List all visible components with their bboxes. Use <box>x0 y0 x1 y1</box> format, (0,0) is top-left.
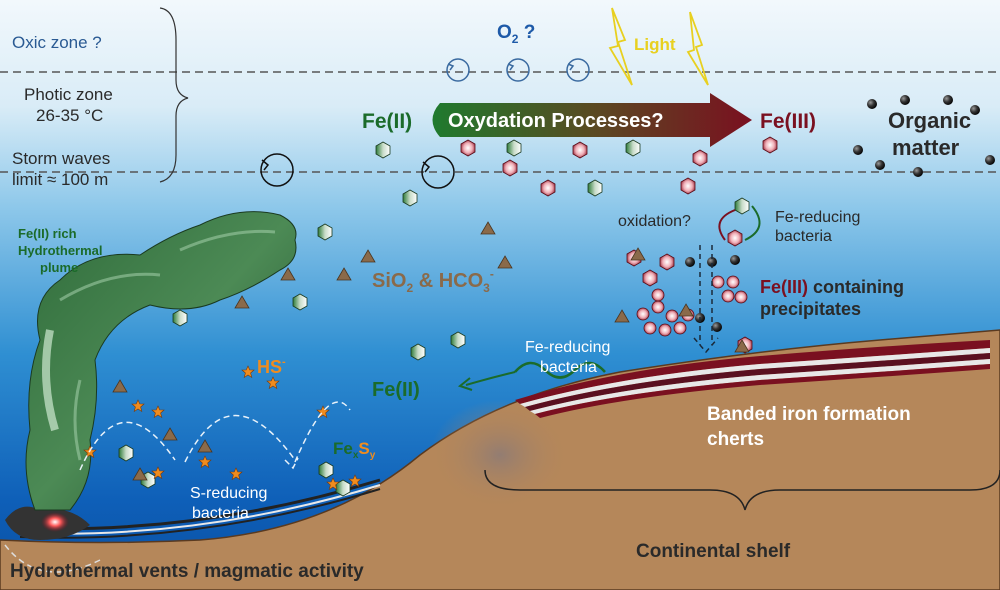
fe-reducing-bacteria-mid-1: Fe-reducing <box>525 339 610 356</box>
continental-shelf-label: Continental shelf <box>636 541 791 562</box>
plume-label-2: Hydrothermal <box>18 243 103 258</box>
fe3-top-label: Fe(III) <box>760 110 816 133</box>
oxidation-arrow <box>432 93 752 147</box>
organic-matter-particles <box>685 95 995 332</box>
fe-reducing-bacteria-mid-2: bacteria <box>540 359 597 376</box>
oxidation-processes-label: Oxydation Processes? <box>448 110 664 132</box>
fe2-top-label: Fe(II) <box>362 110 412 133</box>
hs-label: HS- <box>257 356 286 377</box>
storm-waves-label: Storm waves <box>12 149 110 168</box>
shelf-shading <box>430 400 570 510</box>
precipitates-label: precipitates <box>760 299 861 319</box>
fe3-containing-label: Fe(III) containing <box>760 277 904 297</box>
fe-reducing-bacteria-top-2: bacteria <box>775 228 832 245</box>
banded-iron-layers <box>515 340 990 418</box>
bif-label-2: cherts <box>707 429 764 450</box>
oxidation-question-label: oxidation? <box>618 213 691 230</box>
matter-label: matter <box>892 135 960 160</box>
bif-label-1: Banded iron formation <box>707 404 911 425</box>
organic-label: Organic <box>888 108 971 133</box>
fe3-precipitates-cluster <box>636 275 748 337</box>
light-label: Light <box>634 35 676 54</box>
plume-label-3: plume <box>40 260 78 275</box>
shelf-brace <box>484 469 1000 511</box>
fe-reducing-cycle <box>718 205 761 241</box>
hydrothermal-vent <box>4 506 101 573</box>
fe2-release-arrow <box>465 371 516 386</box>
fe-reducing-bacteria-squiggle <box>514 361 606 379</box>
fe3-particles <box>460 136 778 354</box>
settling-arrows <box>693 245 719 354</box>
o2-label: O2 ? <box>497 22 535 46</box>
s-reducing-bacteria-1: S-reducing <box>190 485 267 502</box>
photic-zone-label: Photic zone <box>24 85 113 104</box>
hydrothermal-plume <box>25 211 297 511</box>
oxic-zone-label: Oxic zone ? <box>12 33 102 52</box>
zone-brace <box>159 7 189 183</box>
plume-label-1: Fe(II) rich <box>18 226 77 241</box>
photic-temp-label: 26-35 °C <box>36 106 103 125</box>
hydrothermal-vents-label: Hydrothermal vents / magmatic activity <box>10 561 364 582</box>
s-reducing-bacteria-2: bacteria <box>192 505 249 522</box>
fe2-particles <box>118 139 750 497</box>
fe2-mid-label: Fe(II) <box>372 379 420 401</box>
fe2-release-arrowhead <box>457 377 473 391</box>
mixing-circles-storm <box>260 153 455 189</box>
light-icon <box>608 7 709 86</box>
fe-reducing-bacteria-top-1: Fe-reducing <box>775 209 860 226</box>
mixing-circles-top <box>446 58 590 82</box>
fexsy-label: FexSy <box>333 439 376 461</box>
sio2-hco3-label: SiO2 & HCO3- <box>372 267 494 295</box>
storm-limit-label: limit ≈ 100 m <box>12 170 108 189</box>
sio2-particles <box>112 221 750 481</box>
sulfur-cycle-arcs <box>79 401 351 471</box>
